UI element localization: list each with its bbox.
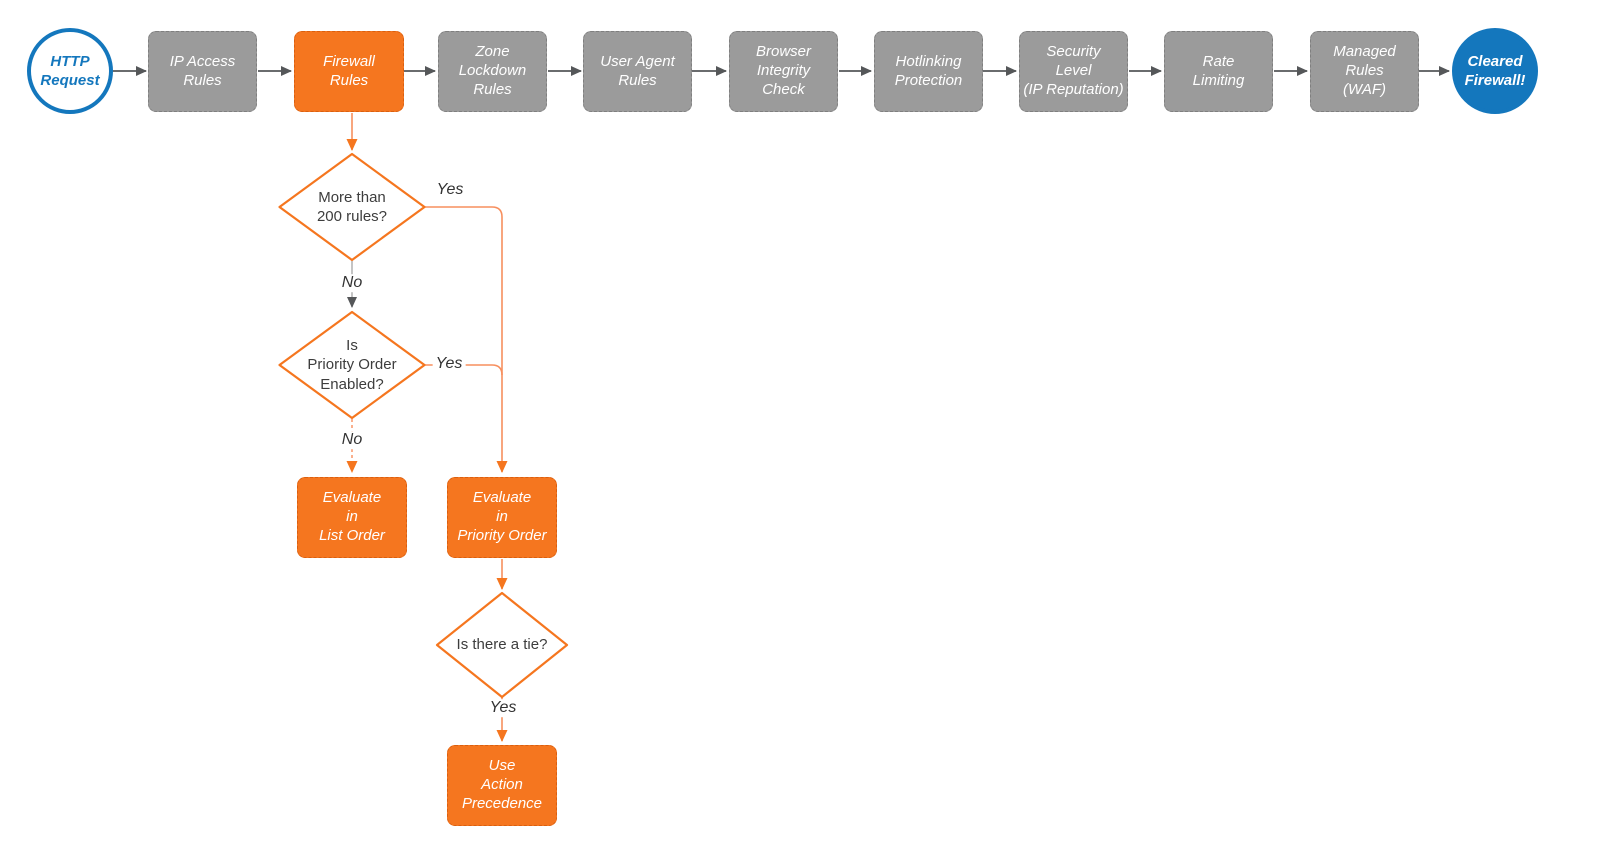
edge-label-yes-1: Yes: [433, 181, 467, 199]
pipeline-box-user-agent-rules: User Agent Rules: [583, 31, 692, 112]
edge-label-no-2: No: [338, 431, 366, 449]
edge-label-yes-3: Yes: [486, 699, 520, 717]
decision-is-there-a-tie-shape: [435, 591, 569, 699]
decision-priority-order-enabled-label: Is Priority Order Enabled?: [307, 336, 397, 393]
pipeline-box-hotlinking-protection: Hotlinking Protection: [874, 31, 983, 112]
pipeline-box-rate-limiting: Rate Limiting: [1164, 31, 1273, 112]
decision-is-there-a-tie-label: Is there a tie?: [456, 636, 548, 654]
action-box-evaluate-in-list-order: Evaluate in List Order: [297, 477, 407, 558]
edge-decision2-yes: [424, 364, 503, 376]
pipeline-box-ip-access-rules: IP Access Rules: [148, 31, 257, 112]
edge-decision1-yes: [424, 206, 508, 473]
decision-priority-order-enabled-shape: [278, 310, 426, 420]
pipeline-box-zone-lockdown-rules: Zone Lockdown Rules: [438, 31, 547, 112]
decision-more-than-200-rules-shape: [278, 152, 426, 262]
pipeline-box-browser-integrity-check: Browser Integrity Check: [729, 31, 838, 112]
action-box-evaluate-in-priority-order: Evaluate in Priority Order: [447, 477, 557, 558]
pipeline-box-managed-rules-waf: Managed Rules (WAF): [1310, 31, 1419, 112]
action-box-use-action-precedence: Use Action Precedence: [447, 745, 557, 826]
decision-more-than-200-rules-label: More than 200 rules?: [316, 188, 388, 226]
end-node-cleared-firewall: Cleared Firewall!: [1452, 28, 1538, 114]
edge-label-yes-2: Yes: [432, 355, 466, 373]
pipeline-box-firewall-rules: Firewall Rules: [294, 31, 404, 112]
edge-label-no-1: No: [338, 274, 366, 292]
pipeline-box-security-level: Security Level (IP Reputation): [1019, 31, 1128, 112]
start-node-http-request: HTTP Request: [27, 28, 113, 114]
